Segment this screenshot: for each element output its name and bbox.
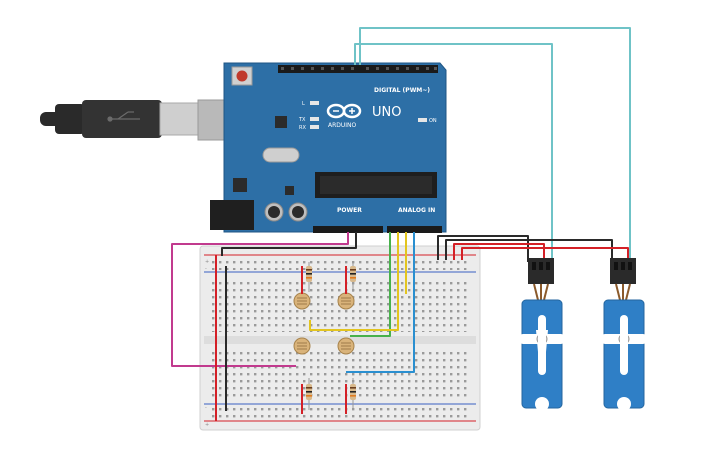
led-tx-label: TX bbox=[298, 117, 306, 123]
led-l-label: L bbox=[302, 101, 305, 107]
arduino-logo bbox=[326, 103, 362, 119]
resistor[interactable] bbox=[306, 262, 312, 292]
digital-header bbox=[278, 65, 438, 73]
wire-teal-servo-left bbox=[354, 43, 553, 262]
wire-teal-servo-right bbox=[359, 27, 631, 262]
resistor[interactable] bbox=[350, 378, 356, 410]
model-label: UNO bbox=[372, 105, 401, 120]
photoresistor[interactable] bbox=[293, 292, 311, 310]
rail-plus-label: + bbox=[205, 259, 209, 265]
led-tx bbox=[310, 117, 319, 121]
wire-magenta-5v bbox=[171, 232, 349, 367]
analog-header-label: ANALOG IN bbox=[398, 207, 435, 214]
usb-chip bbox=[275, 116, 287, 128]
regulator bbox=[233, 178, 247, 192]
led-on-label: ON bbox=[429, 118, 437, 124]
power-header bbox=[313, 226, 383, 233]
crystal bbox=[262, 147, 300, 163]
led-on bbox=[418, 118, 427, 122]
servo-motor-right[interactable] bbox=[600, 258, 648, 411]
rail-plus-label-bottom: + bbox=[205, 422, 209, 428]
wire-green-a0 bbox=[350, 232, 391, 337]
rail-minus-label: - bbox=[205, 266, 207, 272]
reset-button[interactable] bbox=[231, 66, 253, 86]
wire-yellow-a1 bbox=[309, 232, 399, 331]
photoresistor[interactable] bbox=[293, 337, 311, 355]
small-chip bbox=[285, 186, 294, 195]
digital-header-label: DIGITAL (PWM~) bbox=[374, 87, 430, 94]
led-rx bbox=[310, 125, 319, 129]
wire-blue-a2 bbox=[346, 232, 415, 373]
resistor[interactable] bbox=[350, 262, 356, 292]
analog-header bbox=[387, 226, 442, 233]
power-jack[interactable] bbox=[210, 200, 254, 230]
photoresistor[interactable] bbox=[337, 337, 355, 355]
resistor[interactable] bbox=[306, 378, 312, 410]
breadboard[interactable]: + + - - bbox=[199, 245, 481, 431]
wire-black-gnd bbox=[221, 232, 357, 256]
led-rx-label: RX bbox=[299, 125, 306, 131]
photoresistor[interactable] bbox=[337, 292, 355, 310]
power-header-label: POWER bbox=[337, 207, 362, 214]
wires[interactable] bbox=[171, 27, 631, 421]
brand-label: ARDUINO bbox=[328, 122, 357, 129]
rail-minus-label-bottom: - bbox=[205, 405, 207, 411]
arduino-uno-board[interactable]: DIGITAL (PWM~) L TX RX ON ARDUINO UNO bbox=[210, 62, 447, 233]
usb-cable[interactable] bbox=[40, 99, 229, 141]
servo-motor-left[interactable] bbox=[518, 258, 566, 411]
led-l bbox=[310, 101, 319, 105]
